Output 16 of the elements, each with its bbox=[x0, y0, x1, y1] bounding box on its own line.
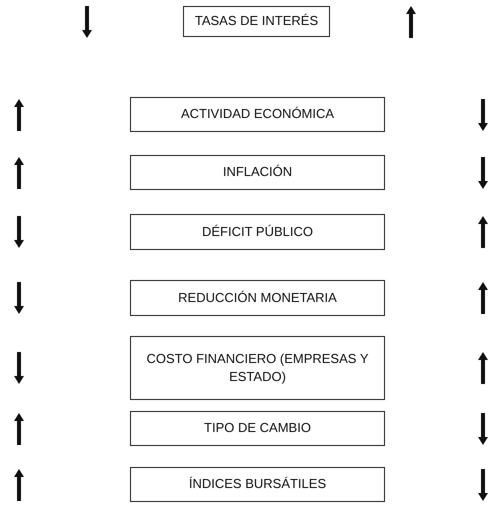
factor-box bbox=[183, 6, 330, 37]
factor-box bbox=[130, 214, 385, 250]
factor-label: ÍNDICES BURSÁTILES bbox=[188, 475, 326, 494]
factor-box bbox=[130, 467, 385, 502]
factor-box bbox=[130, 411, 385, 446]
factor-label: REDUCCIÓN MONETARIA bbox=[178, 288, 337, 307]
factor-label: TASAS DE INTERÉS bbox=[194, 12, 318, 30]
factor-box bbox=[130, 280, 385, 316]
factor-label: INFLACIÓN bbox=[222, 163, 292, 182]
factor-label: COSTO FINANCIERO (EMPRESAS Y ESTADO) bbox=[145, 350, 370, 386]
factor-label: DÉFICIT PÚBLICO bbox=[202, 222, 313, 241]
factor-box bbox=[130, 336, 385, 400]
factor-box bbox=[130, 155, 385, 190]
factor-label: ACTIVIDAD ECONÓMICA bbox=[180, 105, 334, 124]
factor-label: TIPO DE CAMBIO bbox=[204, 419, 311, 438]
factor-box bbox=[130, 97, 385, 132]
